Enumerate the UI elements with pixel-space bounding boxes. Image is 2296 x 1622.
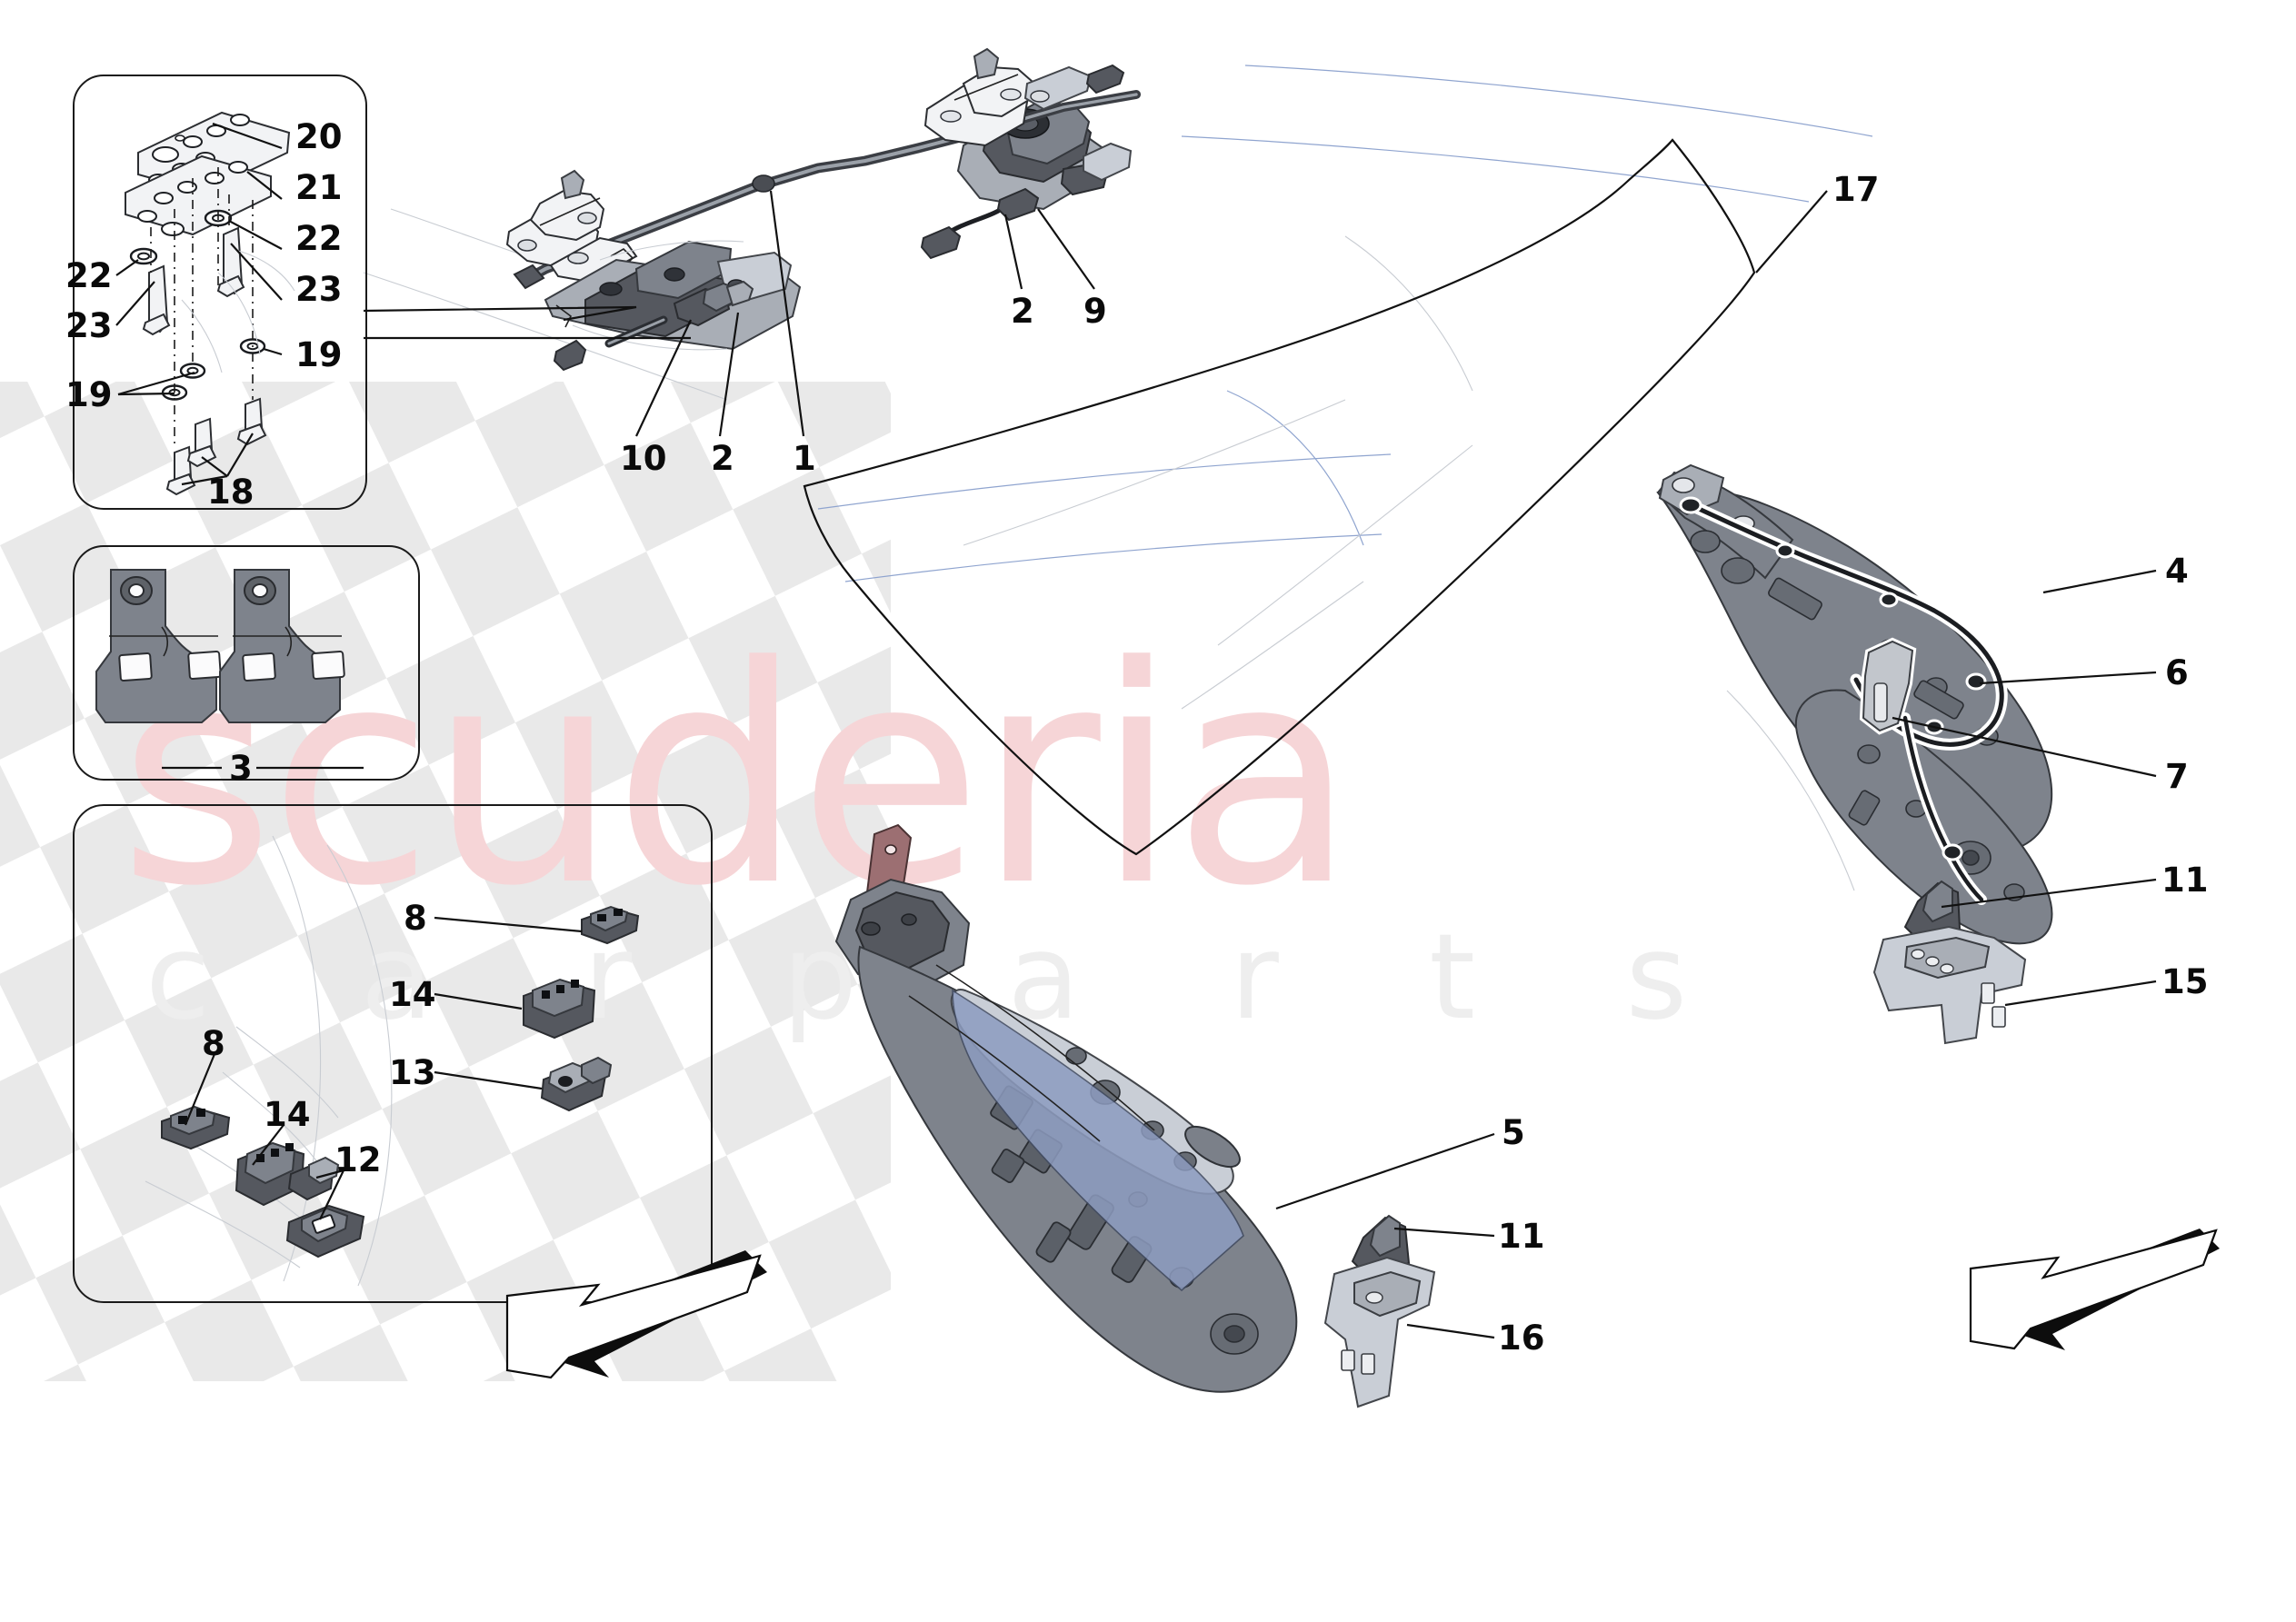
release-cable-assembly <box>513 131 969 290</box>
callout-6[interactable]: 6 <box>2165 653 2189 692</box>
left-striker-bracket <box>1323 1256 1436 1408</box>
callout-16[interactable]: 16 <box>1498 1318 1545 1358</box>
upper-cable-run <box>959 90 1141 141</box>
right-striker-bracket <box>1872 925 2027 1045</box>
callout-11-right[interactable]: 11 <box>2161 861 2209 900</box>
callout-15[interactable]: 15 <box>2161 962 2209 1001</box>
callout-22-left[interactable]: 22 <box>65 256 113 295</box>
callout-14-lower[interactable]: 14 <box>264 1095 311 1134</box>
callout-10[interactable]: 10 <box>620 439 667 478</box>
drive-motor-unit <box>956 98 1133 211</box>
callout-22-right[interactable]: 22 <box>295 219 343 258</box>
callout-19-left[interactable]: 19 <box>65 375 113 414</box>
callout-8-lower[interactable]: 8 <box>202 1024 225 1063</box>
callout-8-upper[interactable]: 8 <box>404 899 427 938</box>
right-wiring-clip <box>1859 637 1917 735</box>
callout-9[interactable]: 9 <box>1083 292 1107 331</box>
callout-12[interactable]: 12 <box>334 1140 382 1179</box>
callout-17[interactable]: 17 <box>1832 170 1880 209</box>
hinge-plate-fastener-inset <box>73 75 367 510</box>
callout-13[interactable]: 13 <box>389 1053 436 1092</box>
callout-7[interactable]: 7 <box>2165 757 2189 796</box>
callout-19-right[interactable]: 19 <box>295 335 343 374</box>
right-rubber-bumper <box>1903 880 1962 945</box>
callout-14-upper[interactable]: 14 <box>389 975 436 1014</box>
upper-hinge-clevis <box>923 47 1125 147</box>
cable-end-bracket <box>505 169 638 284</box>
callout-20[interactable]: 20 <box>295 117 343 156</box>
micro-switch <box>673 280 754 327</box>
callout-4[interactable]: 4 <box>2165 552 2189 591</box>
left-rubber-bumper <box>1351 1214 1411 1279</box>
callout-23-left[interactable]: 23 <box>65 306 113 345</box>
callout-1[interactable]: 1 <box>793 439 816 478</box>
deck-lid-latch <box>544 240 802 351</box>
callout-3[interactable]: 3 <box>229 749 253 788</box>
callout-21[interactable]: 21 <box>295 168 343 207</box>
callout-2-upper[interactable]: 2 <box>1011 292 1034 331</box>
callout-11-left[interactable]: 11 <box>1498 1217 1545 1256</box>
wiring-harness-jumper <box>920 187 1040 260</box>
callout-23-right[interactable]: 23 <box>295 270 343 309</box>
latch-pin-and-clip <box>553 315 668 372</box>
callout-5[interactable]: 5 <box>1502 1113 1525 1152</box>
retaining-clip-inset <box>73 804 713 1303</box>
callout-2-lower[interactable]: 2 <box>711 439 734 478</box>
support-bracket-pair-inset <box>73 545 420 781</box>
callout-18[interactable]: 18 <box>207 473 255 512</box>
